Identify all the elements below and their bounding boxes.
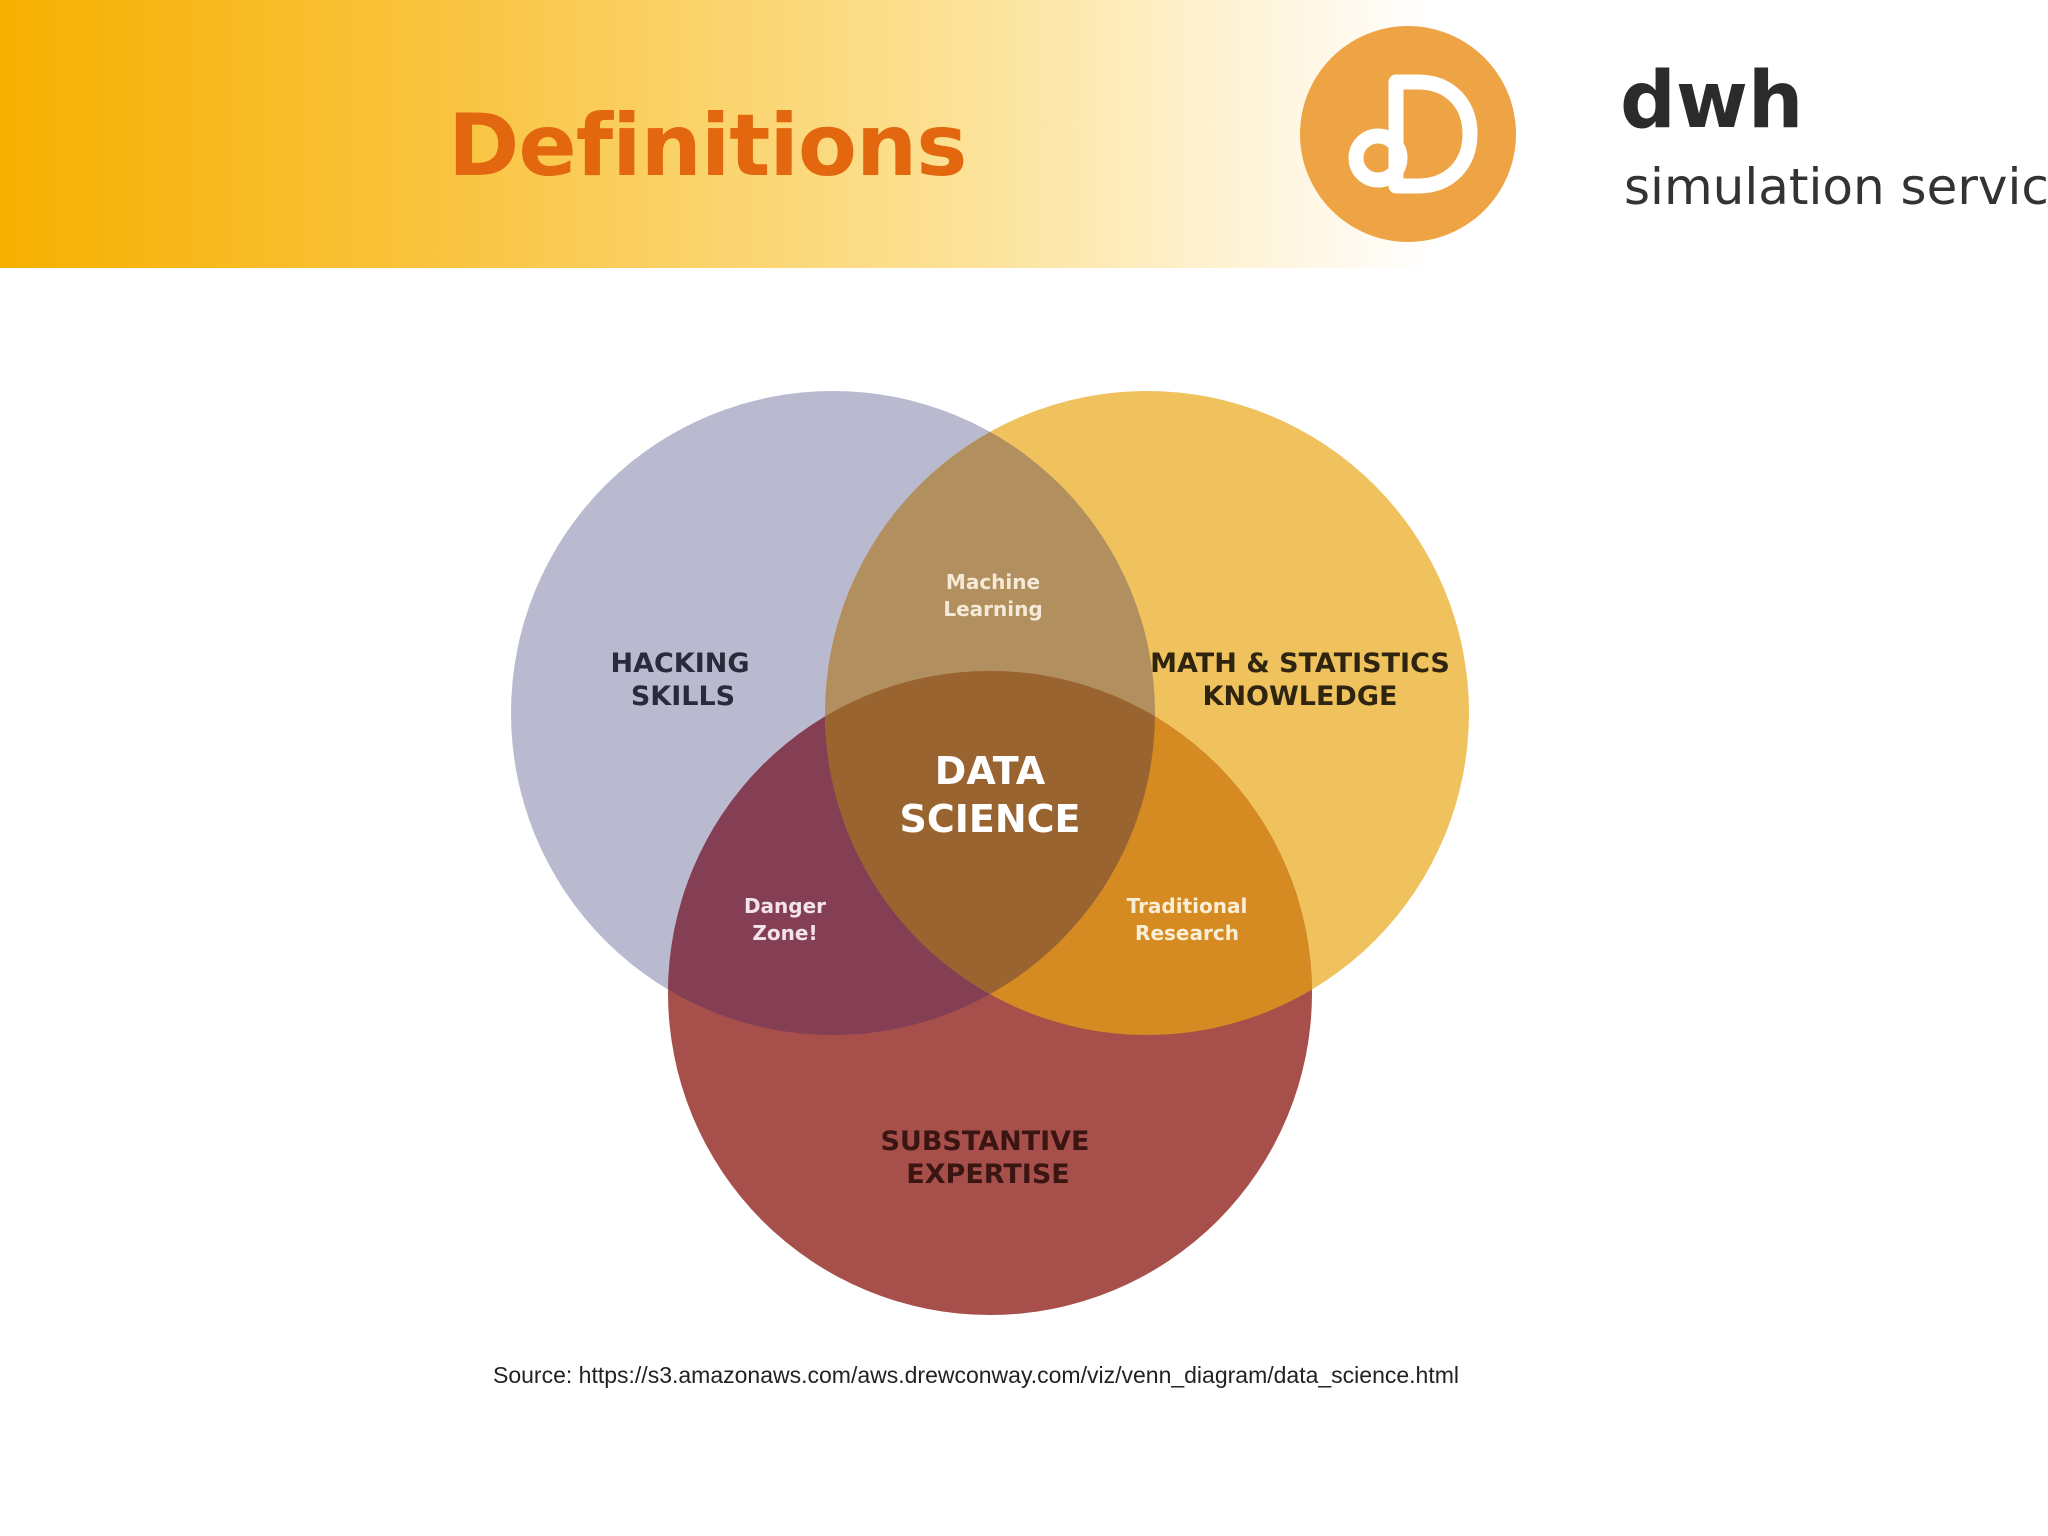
- data-science-label: DATA: [935, 749, 1046, 793]
- math-label: MATH & STATISTICS: [1150, 648, 1450, 679]
- danger-zone-label: Danger: [744, 894, 826, 918]
- page-title: Definitions: [448, 96, 967, 196]
- source-citation: Source: https://s3.amazonaws.com/aws.dre…: [493, 1362, 1460, 1388]
- hacking-label: HACKING: [610, 648, 749, 679]
- math-label-2: KNOWLEDGE: [1203, 681, 1398, 712]
- machine-learning-label-2: Learning: [943, 597, 1042, 621]
- machine-learning-label: Machine: [946, 570, 1040, 594]
- substantive-label-2: EXPERTISE: [906, 1159, 1069, 1190]
- logo-tagline: simulation services: [1624, 158, 2048, 216]
- logo-name: dwh: [1620, 56, 1804, 146]
- hacking-label-2: SKILLS: [631, 681, 735, 712]
- header-band: [0, 0, 2048, 268]
- logo-icon: [1300, 26, 1516, 242]
- substantive-label: SUBSTANTIVE: [880, 1126, 1089, 1157]
- danger-zone-label-2: Zone!: [752, 921, 817, 945]
- traditional-research-label-2: Research: [1135, 921, 1239, 945]
- data-science-label-2: SCIENCE: [899, 797, 1080, 841]
- traditional-research-label: Traditional: [1127, 894, 1248, 918]
